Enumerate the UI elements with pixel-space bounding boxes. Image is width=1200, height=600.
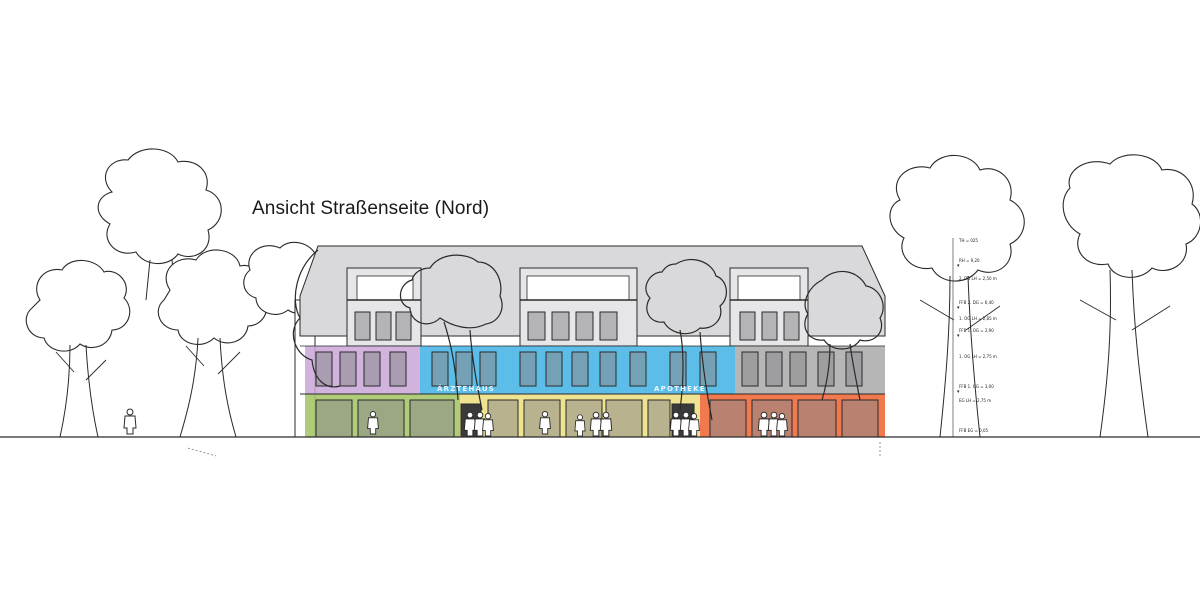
window: [431, 351, 449, 387]
window: [527, 311, 546, 341]
window: [741, 351, 759, 387]
arrow-down-icon: ▾: [957, 263, 960, 269]
window: [841, 399, 879, 438]
window: [363, 351, 381, 387]
window: [551, 311, 570, 341]
window: [783, 311, 800, 341]
arrow-down-icon: ▾: [957, 333, 960, 339]
window: [395, 311, 412, 341]
window: [817, 351, 835, 387]
pedestrian-icon: [776, 413, 788, 437]
window: [571, 351, 589, 387]
building-facade: [294, 245, 886, 438]
window: [709, 399, 747, 438]
pedestrian-icon: [482, 413, 494, 437]
level-label: 1. OG LH = 2,75 m: [959, 354, 997, 359]
sign-aerztehaus: ÄRZTEHAUS: [437, 385, 496, 393]
pedestrian-icon: [669, 411, 683, 437]
window: [315, 399, 353, 438]
windows: [315, 311, 879, 438]
window: [647, 399, 671, 438]
window: [797, 399, 837, 438]
window: [599, 311, 618, 341]
window: [487, 399, 519, 438]
level-label: FFB EG = 0,05: [959, 428, 989, 433]
tree-group-left: [25, 148, 328, 438]
window: [354, 311, 371, 341]
window: [605, 399, 643, 438]
pedestrian-icon: [123, 408, 137, 435]
pedestrian-icon: [539, 411, 551, 435]
window: [699, 351, 717, 387]
window: [669, 351, 687, 387]
level-label: EG LH = 2,75 m: [959, 398, 992, 403]
pedestrian-icon: [599, 411, 613, 437]
level-label: 1. OG LH = 2,85 m: [959, 316, 997, 321]
window: [575, 311, 594, 341]
tree-group-front: [292, 249, 884, 421]
pedestrian-icon: [367, 411, 379, 435]
arrow-down-icon: ▾: [957, 305, 960, 311]
tree-group-right: [889, 154, 1200, 438]
tree-icon: [399, 254, 503, 329]
tree-icon: [1062, 154, 1200, 438]
window: [765, 351, 783, 387]
arrow-down-icon: ▾: [957, 389, 960, 395]
window: [409, 399, 455, 438]
tree-icon: [292, 249, 341, 388]
window: [375, 311, 392, 341]
pedestrian-group: [123, 408, 788, 437]
window: [339, 351, 357, 387]
window: [599, 351, 617, 387]
level-label: RH = 9,20: [959, 258, 980, 263]
level-label: FFB 2. DG = 6,40: [959, 300, 994, 305]
window: [357, 399, 405, 438]
window: [315, 351, 333, 387]
level-label: FFB 1. OG = 3,00: [959, 384, 994, 389]
window: [739, 311, 756, 341]
tree-icon: [25, 259, 131, 438]
window: [519, 351, 537, 387]
tree-icon: [889, 154, 1025, 438]
window: [761, 311, 778, 341]
window: [389, 351, 407, 387]
window: [545, 351, 563, 387]
window: [789, 351, 807, 387]
level-label: 2. DG LH = 2,50 m: [959, 276, 997, 281]
pedestrian-icon: [574, 414, 586, 437]
window: [479, 351, 497, 387]
tree-icon: [804, 270, 884, 350]
window: [455, 351, 473, 387]
drawing-title: Ansicht Straßenseite (Nord): [252, 198, 490, 219]
pedestrian-icon: [463, 411, 477, 437]
level-label: TH = 025: [959, 238, 978, 243]
window: [629, 351, 647, 387]
level-label: FFB 1. OG = 2,90: [959, 328, 994, 333]
level-annotations: TH = 025 RH = 9,20 2. DG LH = 2,50 m FFB…: [953, 236, 1033, 436]
sign-apotheke: APOTHEKE: [654, 385, 706, 393]
pedestrian-icon: [688, 413, 700, 437]
pedestrian-icon: [757, 411, 771, 437]
